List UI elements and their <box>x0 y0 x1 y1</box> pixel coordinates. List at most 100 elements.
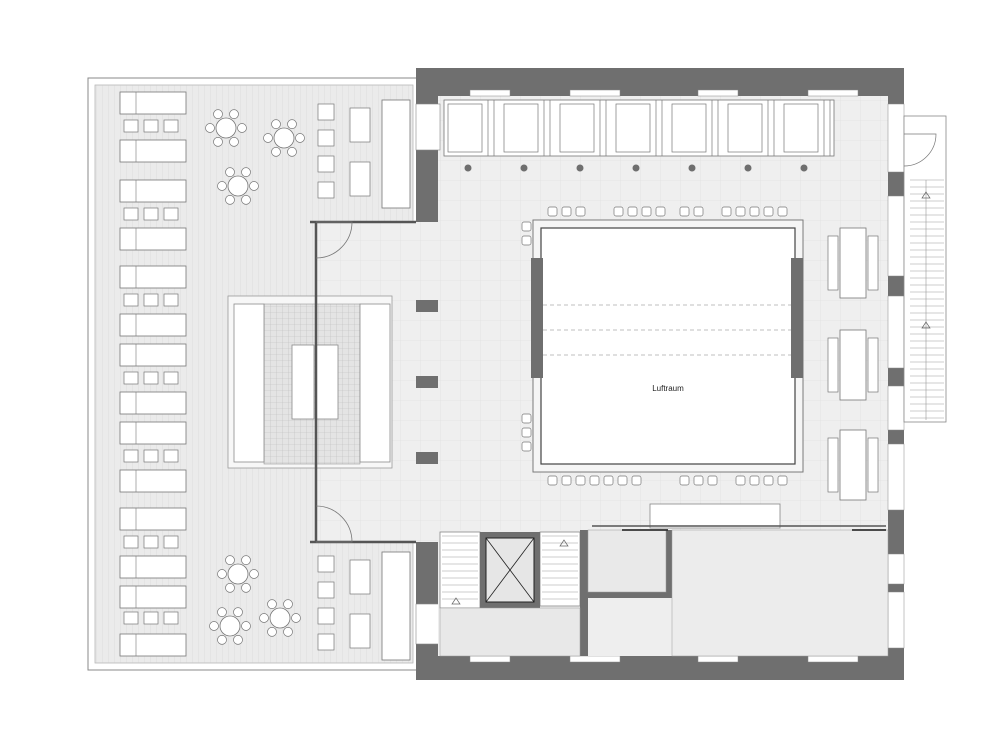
window <box>569 655 621 663</box>
window <box>887 553 905 585</box>
chair <box>547 475 558 486</box>
sun-lounger <box>119 313 187 337</box>
void-label: Luftraum <box>652 384 684 393</box>
hall-pillars <box>416 300 438 464</box>
chair <box>521 221 532 232</box>
sun-lounger <box>119 421 187 445</box>
chair <box>679 206 690 217</box>
window <box>887 385 905 431</box>
side-table <box>123 535 179 549</box>
chair <box>627 206 638 217</box>
external-stair <box>903 115 947 423</box>
pendant-light <box>744 164 752 172</box>
void-chairs <box>521 206 788 486</box>
chair <box>521 235 532 246</box>
void-luftraum <box>531 219 804 473</box>
chair <box>707 475 718 486</box>
chair <box>561 206 572 217</box>
sun-lounger <box>119 555 187 579</box>
chair <box>749 475 760 486</box>
chair <box>641 206 652 217</box>
round-table <box>205 109 247 147</box>
chair <box>521 413 532 424</box>
facade-windows <box>469 89 905 663</box>
round-table <box>259 599 301 637</box>
booth <box>559 100 607 156</box>
window-booths <box>443 99 835 157</box>
window <box>887 591 905 649</box>
booth <box>615 100 663 156</box>
round-table <box>263 119 305 157</box>
window <box>887 295 905 369</box>
chair <box>617 475 628 486</box>
sun-lounger <box>119 227 187 251</box>
booth <box>783 100 831 156</box>
sun-lounger <box>119 469 187 493</box>
chair <box>575 475 586 486</box>
chair <box>735 206 746 217</box>
side-table <box>123 207 179 221</box>
terrace-seating <box>317 99 411 209</box>
chair <box>575 206 586 217</box>
side-table <box>123 449 179 463</box>
chair <box>679 475 690 486</box>
chair <box>547 206 558 217</box>
chair <box>561 475 572 486</box>
terrace-round-tables <box>205 109 305 645</box>
pendant-light <box>688 164 696 172</box>
chair <box>749 206 760 217</box>
service-core <box>438 503 889 657</box>
chair <box>521 441 532 452</box>
round-table <box>217 555 259 593</box>
booth <box>447 100 495 156</box>
pendant-light <box>520 164 528 172</box>
chair <box>763 475 774 486</box>
pendant-light <box>632 164 640 172</box>
booth <box>671 100 719 156</box>
window <box>807 89 859 97</box>
pendant-light <box>464 164 472 172</box>
entrance-hall <box>227 220 418 544</box>
chair <box>613 206 624 217</box>
chair <box>721 206 732 217</box>
pendant-lights <box>464 164 808 172</box>
side-table <box>123 119 179 133</box>
window <box>887 443 905 511</box>
sun-lounger <box>119 179 187 203</box>
long-table <box>827 329 879 401</box>
sun-lounger <box>119 343 187 367</box>
window <box>887 103 905 173</box>
chair <box>589 475 600 486</box>
side-table <box>123 611 179 625</box>
sun-lounger <box>119 585 187 609</box>
window <box>469 89 511 97</box>
round-table <box>209 607 251 645</box>
window <box>697 89 739 97</box>
sun-lounger <box>119 391 187 415</box>
chair <box>735 475 746 486</box>
booth <box>727 100 775 156</box>
window <box>469 655 511 663</box>
chair <box>693 206 704 217</box>
long-table <box>827 227 879 299</box>
window <box>697 655 739 663</box>
sun-lounger <box>119 633 187 657</box>
window <box>569 89 621 97</box>
terrace-seating <box>317 551 411 661</box>
sun-lounger <box>119 507 187 531</box>
chair <box>631 475 642 486</box>
round-table <box>217 167 259 205</box>
chair <box>763 206 774 217</box>
terrace-loungers <box>119 91 187 657</box>
window <box>887 195 905 277</box>
sun-lounger <box>119 139 187 163</box>
chair <box>603 475 614 486</box>
terrace-benches <box>317 99 411 661</box>
chair <box>521 427 532 438</box>
long-tables <box>827 227 879 501</box>
side-table <box>123 293 179 307</box>
booth <box>503 100 551 156</box>
sun-lounger <box>119 265 187 289</box>
